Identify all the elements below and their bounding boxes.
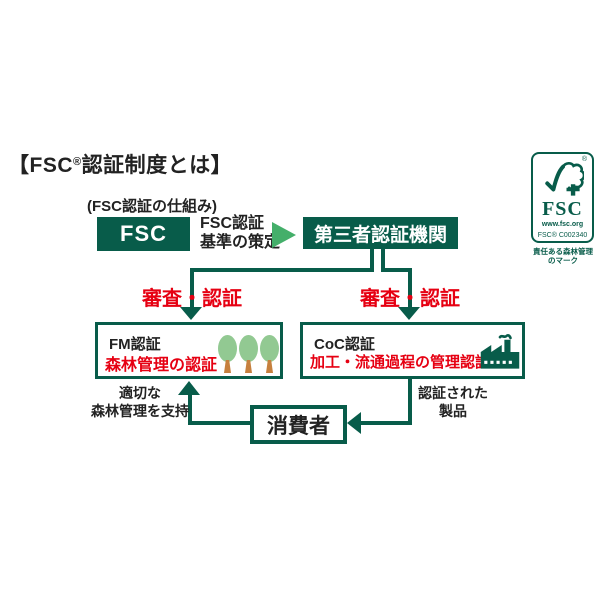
fsc-box: FSC bbox=[97, 217, 190, 251]
factory-icon bbox=[480, 334, 520, 369]
connector-horizontal-right bbox=[381, 268, 412, 272]
fsc-check-tree-icon bbox=[545, 162, 584, 196]
certifier-box: 第三者認証機関 bbox=[303, 217, 458, 249]
arrow-down-left-icon bbox=[180, 307, 202, 320]
fsc-logo-caption-line1: 責任ある森林管理 bbox=[533, 247, 593, 256]
support-note: 適切な 森林管理を支持 bbox=[79, 384, 201, 420]
fsc-logo-license: FSC® C002340 bbox=[537, 232, 588, 239]
audit-label-left: 審査・認証 bbox=[142, 288, 242, 310]
tree-icon bbox=[260, 335, 279, 373]
connector-stub-left bbox=[370, 249, 374, 272]
connector-consumer-right-vertical bbox=[408, 379, 412, 425]
fsc-logo-caption: 責任ある森林管理 のマーク bbox=[518, 247, 600, 265]
arrow-left-icon bbox=[347, 412, 361, 434]
connector-consumer-left-vertical bbox=[188, 394, 192, 425]
connector-consumer-right-horizontal bbox=[360, 421, 412, 425]
fsc-role-line1: FSC認証 bbox=[200, 215, 265, 232]
coc-box-subtitle: 加工・流通過程の管理認証 bbox=[310, 354, 491, 371]
audit-label-right: 審査・認証 bbox=[360, 288, 460, 310]
certified-product-note-line1: 認証された bbox=[418, 385, 488, 401]
fsc-role-text: FSC認証 基準の策定 bbox=[200, 214, 280, 252]
arrow-down-right-icon bbox=[398, 307, 420, 320]
fsc-logo-caption-line2: のマーク bbox=[548, 256, 578, 265]
fsc-box-label: FSC bbox=[120, 221, 167, 246]
connector-consumer-left-horizontal bbox=[188, 421, 250, 425]
fm-box-subtitle: 森林管理の認証 bbox=[105, 357, 218, 374]
support-note-line2: 森林管理を支持 bbox=[91, 403, 189, 419]
coc-certification-box: CoC認証 加工・流通過程の管理認証 bbox=[300, 322, 525, 379]
registered-trademark-mark: ® bbox=[73, 156, 82, 168]
page-title: 【FSC®認証制度とは】 bbox=[8, 149, 232, 179]
page-title-post: 認証制度とは】 bbox=[81, 154, 233, 177]
flow-arrow-right-icon bbox=[272, 222, 296, 248]
certifier-box-label: 第三者認証機関 bbox=[313, 224, 447, 246]
fsc-logo-registered-mark: ® bbox=[581, 156, 587, 163]
fsc-logo-acronym: FSC bbox=[542, 198, 583, 220]
consumer-box: 消費者 bbox=[250, 405, 347, 444]
arrow-up-icon bbox=[178, 381, 200, 395]
coc-box-title: CoC認証 bbox=[314, 336, 375, 353]
tree-icon bbox=[218, 335, 237, 373]
fsc-logo-url: www.fsc.org bbox=[541, 221, 584, 228]
fm-certification-box: FM認証 森林管理の認証 bbox=[95, 322, 283, 379]
certified-product-note: 認証された 製品 bbox=[392, 384, 514, 420]
support-note-line1: 適切な bbox=[119, 385, 161, 401]
tree-icon bbox=[239, 335, 258, 373]
consumer-box-label: 消費者 bbox=[267, 414, 330, 438]
certified-product-note-line2: 製品 bbox=[439, 403, 467, 419]
connector-vertical-left bbox=[190, 268, 194, 309]
page-title-pre: 【FSC bbox=[8, 154, 73, 177]
connector-vertical-right bbox=[408, 268, 412, 309]
connector-stub-right bbox=[381, 249, 385, 272]
fsc-role-line2: 基準の策定 bbox=[200, 234, 281, 251]
page-subtitle: (FSC認証の仕組み) bbox=[87, 198, 217, 215]
fm-box-title: FM認証 bbox=[109, 336, 161, 353]
connector-horizontal-left bbox=[190, 268, 374, 272]
fsc-logo-badge: ® FSC www.fsc.org FSC® C002340 bbox=[531, 152, 594, 243]
